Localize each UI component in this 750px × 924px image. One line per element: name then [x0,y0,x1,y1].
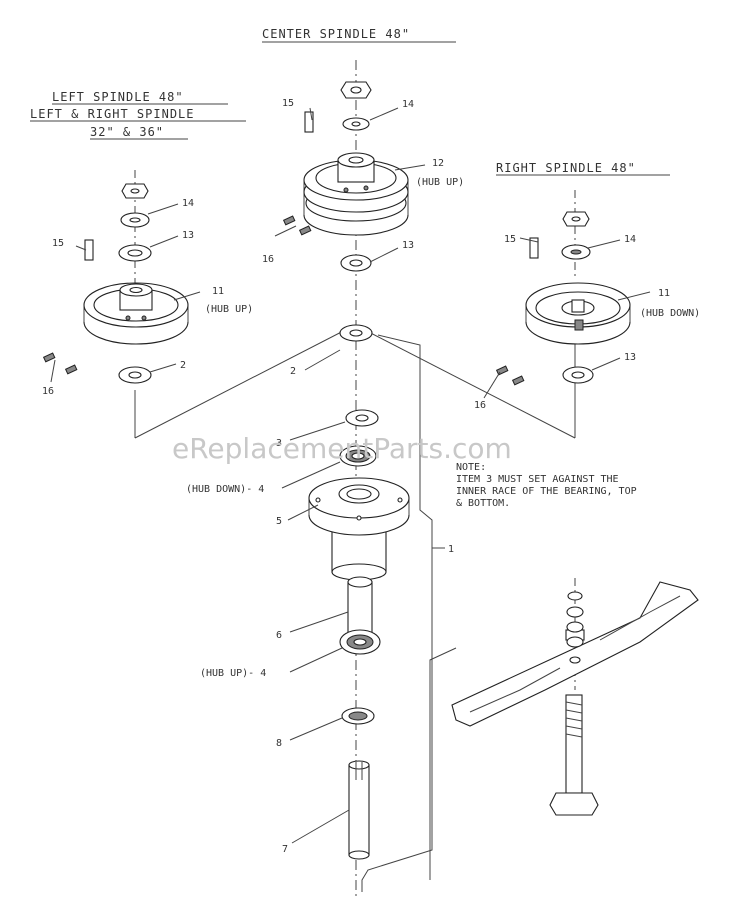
title-left-right-spindle: LEFT & RIGHT SPINDLE [30,107,195,121]
blade-washers-icon [566,591,584,664]
callout-left-11: 11 [212,286,224,297]
spindle-housing-icon [308,477,410,581]
callout-shaft-7: 7 [282,844,288,855]
callout-center-15: 15 [282,98,294,109]
callout-center-14: 14 [402,99,414,110]
callout-left-14: 14 [182,198,194,209]
callout-right-11: 11 [658,288,670,299]
title-center-spindle: CENTER SPINDLE 48" [262,27,410,41]
right-key-icon [529,237,539,259]
callout-housing-5: 5 [276,516,282,527]
callout-center-12: 12 [432,158,444,169]
callout-right-14: 14 [624,234,636,245]
note-line-1: NOTE: [456,462,486,473]
callout-center-13: 13 [402,240,414,251]
callout-left-16: 16 [42,386,54,397]
callout-left-11-sub: (HUB UP) [205,304,253,315]
callout-bearing-top: (HUB DOWN)- 4 [186,484,264,495]
note-line-3: INNER RACE OF THE BEARING, TOP [456,486,637,497]
callout-center-3: 3 [276,438,282,449]
center-pulley-icon [303,152,409,236]
callout-spacer-6: 6 [276,630,282,641]
callout-assembly-1: 1 [448,544,454,555]
callout-center-12-sub: (HUB UP) [416,177,464,188]
callout-washer-8: 8 [276,738,282,749]
watermark: eReplacementParts.com [172,432,512,465]
blade-icon [451,581,699,727]
note-line-2: ITEM 3 MUST SET AGAINST THE [456,474,619,485]
callout-right-16: 16 [474,400,486,411]
right-pulley-icon [525,282,631,345]
callout-center-16: 16 [262,254,274,265]
note-block: NOTE: ITEM 3 MUST SET AGAINST THE INNER … [456,462,637,509]
center-key-icon [304,111,314,133]
callout-right-13: 13 [624,352,636,363]
callout-left-13: 13 [182,230,194,241]
callout-bearing-bottom: (HUB UP)- 4 [200,668,266,679]
callout-left-15: 15 [52,238,64,249]
note-line-4: & BOTTOM. [456,498,510,509]
callout-right-15: 15 [504,234,516,245]
left-pulley-icon [83,282,189,345]
title-sizes: 32" & 36" [90,125,164,139]
callout-center-2: 2 [290,366,296,377]
spindle-shaft-icon [348,760,370,860]
callout-right-11-sub: (HUB DOWN) [640,308,700,319]
blade-bolt-icon [549,694,599,816]
left-key-icon [84,239,94,261]
title-right-spindle: RIGHT SPINDLE 48" [496,161,636,175]
title-left-spindle: LEFT SPINDLE 48" [52,90,184,104]
callout-left-2: 2 [180,360,186,371]
